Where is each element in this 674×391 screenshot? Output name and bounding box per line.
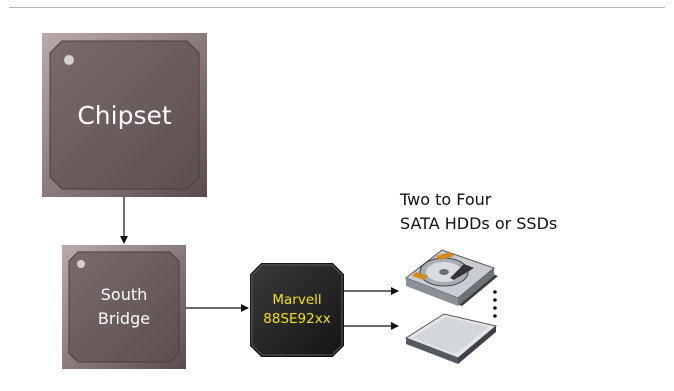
ellipsis-icon — [493, 290, 497, 318]
pin1-marker-icon — [64, 55, 74, 65]
chipset-chip: Chipset — [42, 33, 207, 197]
drives-caption-line1: Two to Four — [400, 190, 492, 209]
drives-caption-line2: SATA HDDs or SSDs — [400, 214, 558, 233]
hard-disk-drive-icon — [404, 249, 498, 306]
chipset-label: Chipset — [77, 100, 172, 130]
south-bridge-chip-shape — [62, 245, 186, 369]
top-divider — [9, 7, 665, 8]
south-bridge-label: South Bridge — [97, 285, 151, 328]
south-bridge-chip: South Bridge — [62, 245, 186, 369]
solid-state-drive-icon — [404, 313, 498, 364]
marvell-controller-label: Marvell 88SE92xx — [263, 292, 331, 327]
chipset-chip-shape — [42, 33, 207, 197]
pin1-marker-icon — [77, 260, 85, 268]
drives-caption: Two to Four SATA HDDs or SSDs — [400, 188, 557, 236]
marvell-controller-chip-shape — [250, 263, 344, 357]
marvell-controller-chip: Marvell 88SE92xx — [250, 263, 344, 357]
